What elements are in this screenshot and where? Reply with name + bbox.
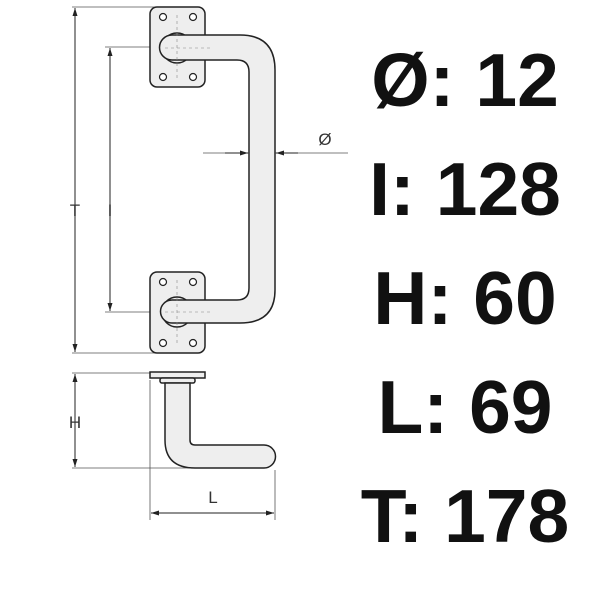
extension-lines [72, 6, 348, 520]
dimension-arrows [72, 8, 298, 516]
handle-bar [158, 34, 276, 324]
spec-I: I: 128 [369, 147, 561, 231]
spec-diameter: Ø: 12 [371, 38, 559, 122]
spec-L: L: 69 [377, 365, 553, 449]
side-handle [164, 382, 277, 469]
side-plate [149, 371, 206, 379]
side-view [149, 371, 277, 469]
label-T: T [70, 201, 80, 220]
spec-H: H: 60 [373, 256, 557, 340]
label-diameter: Ø [318, 130, 331, 149]
label-L: L [208, 488, 217, 507]
label-I: I [108, 201, 113, 220]
front-view [149, 6, 276, 354]
spec-T: T: 178 [360, 474, 570, 558]
label-H: H [69, 413, 81, 432]
